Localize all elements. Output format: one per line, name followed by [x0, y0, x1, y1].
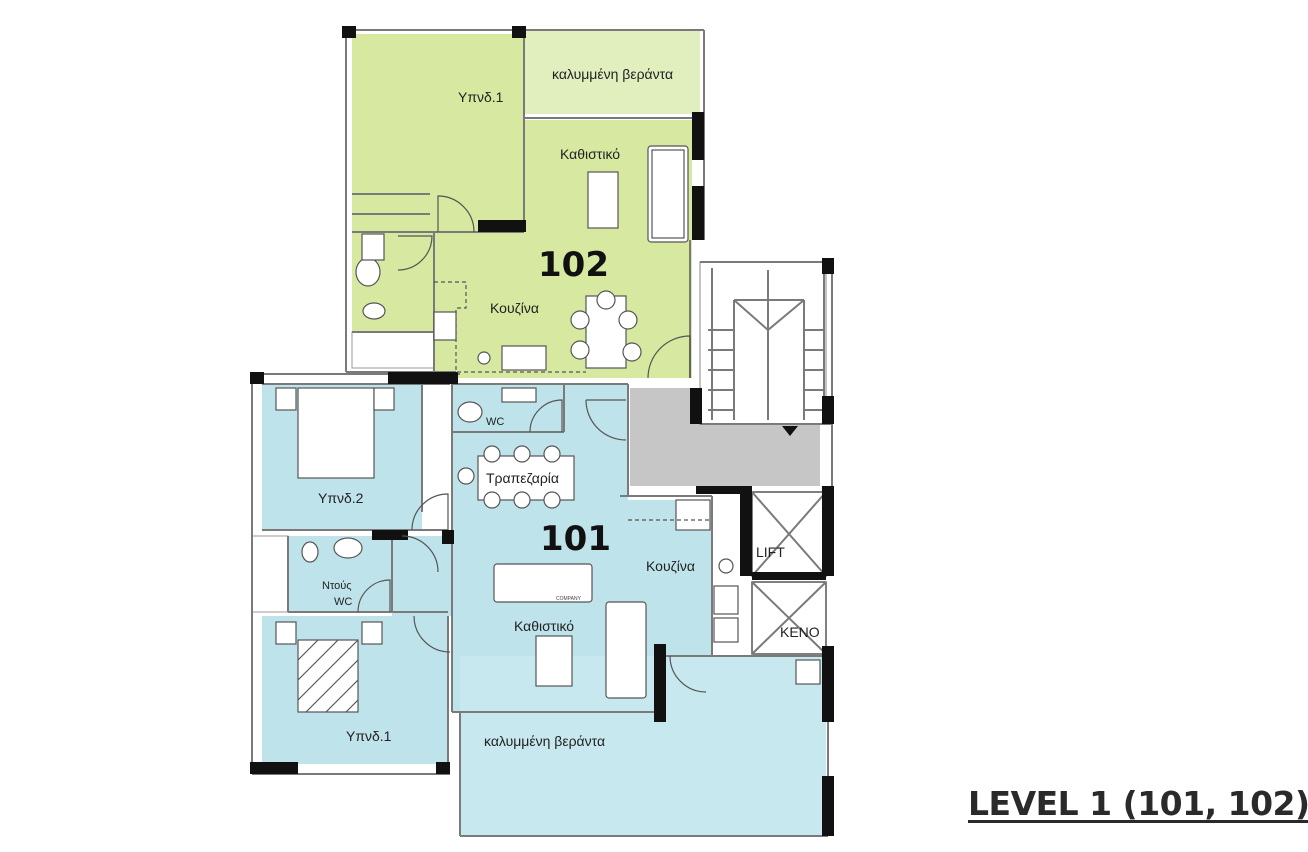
- label-lift: LIFT: [756, 544, 785, 560]
- label-101-wc: WC: [486, 416, 504, 428]
- label-101-shower-line2: WC: [334, 596, 352, 608]
- label-102-kitchen: Κουζίνα: [490, 300, 539, 316]
- label-102-bedroom1: Υπνδ.1: [458, 89, 504, 105]
- room-102-veranda: [524, 30, 700, 114]
- structural-columns: [250, 26, 834, 836]
- labels-core: LIFT ΚΕΝΟ: [756, 544, 820, 640]
- room-101-corridor: [392, 536, 452, 616]
- label-101-bedroom2: Υπνδ.2: [318, 490, 364, 506]
- unit-number-102: 102: [538, 245, 609, 285]
- unit-102: [351, 30, 700, 378]
- stair-direction-icon: [782, 426, 798, 436]
- doors: [357, 195, 707, 693]
- label-102-veranda: καλυμμένη βεράντα: [552, 66, 673, 82]
- label-void: ΚΕΝΟ: [780, 624, 820, 640]
- label-101-kitchen: Κουζίνα: [646, 558, 695, 574]
- labels-102: καλυμμένη βεράντα Υπνδ.1 Καθιστικό Κουζί…: [458, 66, 673, 316]
- room-101-stair-landing: [251, 535, 289, 613]
- label-102-living: Καθιστικό: [560, 146, 620, 162]
- label-101-shower-line1: Ντούς: [322, 580, 352, 592]
- stairwell: [699, 261, 827, 425]
- sofa-brand-label: COMPANY: [556, 596, 582, 602]
- labels-101: WC Υπνδ.2 Τραπεζαρία Ντούς WC Καθιστικό …: [318, 416, 695, 749]
- label-101-living: Καθιστικό: [514, 618, 574, 634]
- furniture: [275, 145, 821, 713]
- label-101-dining: Τραπεζαρία: [486, 470, 559, 486]
- unit-number-101: 101: [540, 519, 611, 559]
- room-102-entry: [351, 331, 435, 369]
- label-101-bedroom1: Υπνδ.1: [346, 728, 392, 744]
- plan-title: LEVEL 1 (101, 102): [968, 784, 1308, 823]
- label-101-veranda: καλυμμένη βεράντα: [484, 733, 605, 749]
